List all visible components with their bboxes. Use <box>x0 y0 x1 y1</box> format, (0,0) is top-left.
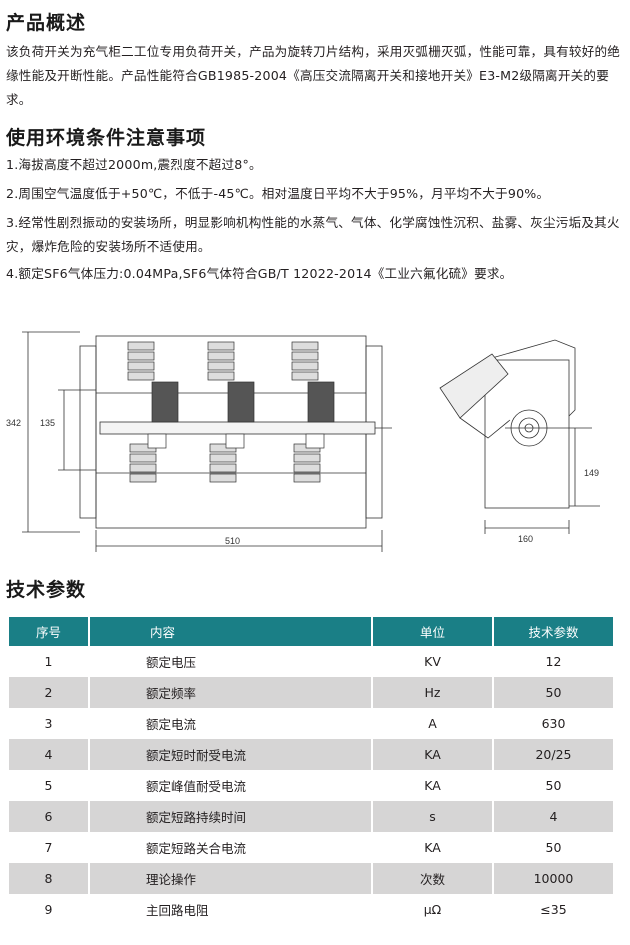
cell-content: 额定短路关合电流 <box>89 832 373 863</box>
table-row: 5 额定峰值耐受电流 KA 50 <box>9 770 613 801</box>
cell-value: 630 <box>541 716 566 731</box>
cell-unit: A <box>372 708 494 739</box>
table-row: 7 额定短路关合电流 KA 50 <box>9 832 613 863</box>
cell-value: 20/25 <box>493 739 613 770</box>
cell-content: 额定电流 <box>89 708 373 739</box>
header-index: 序号 <box>9 617 90 646</box>
cell-content: 额定频率 <box>89 677 373 708</box>
cell-index: 2 <box>9 677 90 708</box>
environment-item-4: 4.额定SF6气体压力:0.04MPa,SF6气体符合GB/T 12022-20… <box>6 266 513 281</box>
environment-title: 使用环境条件注意事项 <box>6 127 207 149</box>
environment-item-1: 1.海拔高度不超过2000m,震烈度不超过8°。 <box>6 157 262 172</box>
cell-value: 12 <box>545 654 562 669</box>
dim-side-width: 160 <box>518 534 533 544</box>
dim-side-height: 149 <box>584 468 599 478</box>
dim-height: 342 <box>6 418 21 428</box>
overview-title: 产品概述 <box>6 12 87 34</box>
table-row: 4 额定短时耐受电流 KA 20/25 <box>9 739 613 770</box>
cell-unit: μΩ <box>372 894 494 925</box>
header-unit: 单位 <box>372 617 494 646</box>
dim-width: 510 <box>225 536 240 546</box>
cell-index: 1 <box>9 646 90 677</box>
table-row: 8 理论操作 次数 10000 <box>9 863 613 894</box>
cell-unit: 次数 <box>372 863 494 894</box>
cell-index: 5 <box>9 770 90 801</box>
dim-inner: 135 <box>40 418 55 428</box>
cell-value: 50 <box>493 677 613 708</box>
header-content: 内容 <box>89 617 373 646</box>
environment-item-3: 3.经常性剧烈振动的安装场所，明显影响机构性能的水蒸气、气体、化学腐蚀性沉积、盐… <box>6 215 620 254</box>
table-row: 6 额定短路持续时间 s 4 <box>9 801 613 832</box>
cell-unit: KA <box>372 770 494 801</box>
cell-index: 4 <box>9 739 90 770</box>
switch-technical-drawing: 342 135 510 160 149 <box>6 331 600 552</box>
cell-index: 9 <box>9 894 90 925</box>
environment-item-2: 2.周围空气温度低于+50℃，不低于-45℃。相对温度日平均不大于95%，月平均… <box>6 186 550 201</box>
cell-unit: Hz <box>372 677 494 708</box>
pole-3 <box>291 341 335 483</box>
cell-value: 50 <box>545 840 562 855</box>
cell-content: 主回路电阻 <box>89 894 373 925</box>
tech-params-table: 序号 内容 单位 技术参数 1 额定电压 KV 12 2 额定频率 Hz 50 … <box>9 617 613 925</box>
tech-title: 技术参数 <box>6 579 87 601</box>
cell-unit: KA <box>372 832 494 863</box>
cell-value: 50 <box>545 778 562 793</box>
cell-content: 额定短时耐受电流 <box>89 739 373 770</box>
cell-content: 额定短路持续时间 <box>89 801 373 832</box>
cell-content: 额定峰值耐受电流 <box>89 770 373 801</box>
pole-1 <box>127 341 179 483</box>
cell-index: 6 <box>9 801 90 832</box>
cell-value: ≤35 <box>540 902 567 917</box>
table-row: 2 额定频率 Hz 50 <box>9 677 613 708</box>
pole-2 <box>207 341 255 483</box>
cell-index: 3 <box>9 708 90 739</box>
cell-index: 7 <box>9 832 90 863</box>
cell-unit: KV <box>372 646 494 677</box>
cell-unit: s <box>372 801 494 832</box>
cell-unit: KA <box>372 739 494 770</box>
cell-content: 理论操作 <box>89 863 373 894</box>
side-view-frame <box>484 359 570 509</box>
cell-value: 4 <box>493 801 613 832</box>
table-header-row: 序号 内容 单位 技术参数 <box>9 617 613 646</box>
overview-paragraph: 该负荷开关为充气柜二工位专用负荷开关，产品为旋转刀片结构，采用灭弧栅灭弧，性能可… <box>6 44 621 107</box>
table-row: 3 额定电流 A 630 <box>9 708 613 739</box>
header-value: 技术参数 <box>493 617 613 646</box>
table-row: 9 主回路电阻 μΩ ≤35 <box>9 894 613 925</box>
cell-index: 8 <box>9 863 90 894</box>
cell-value: 10000 <box>493 863 613 894</box>
left-flange <box>79 345 97 519</box>
table-row: 1 额定电压 KV 12 <box>9 646 613 677</box>
cell-content: 额定电压 <box>89 646 373 677</box>
